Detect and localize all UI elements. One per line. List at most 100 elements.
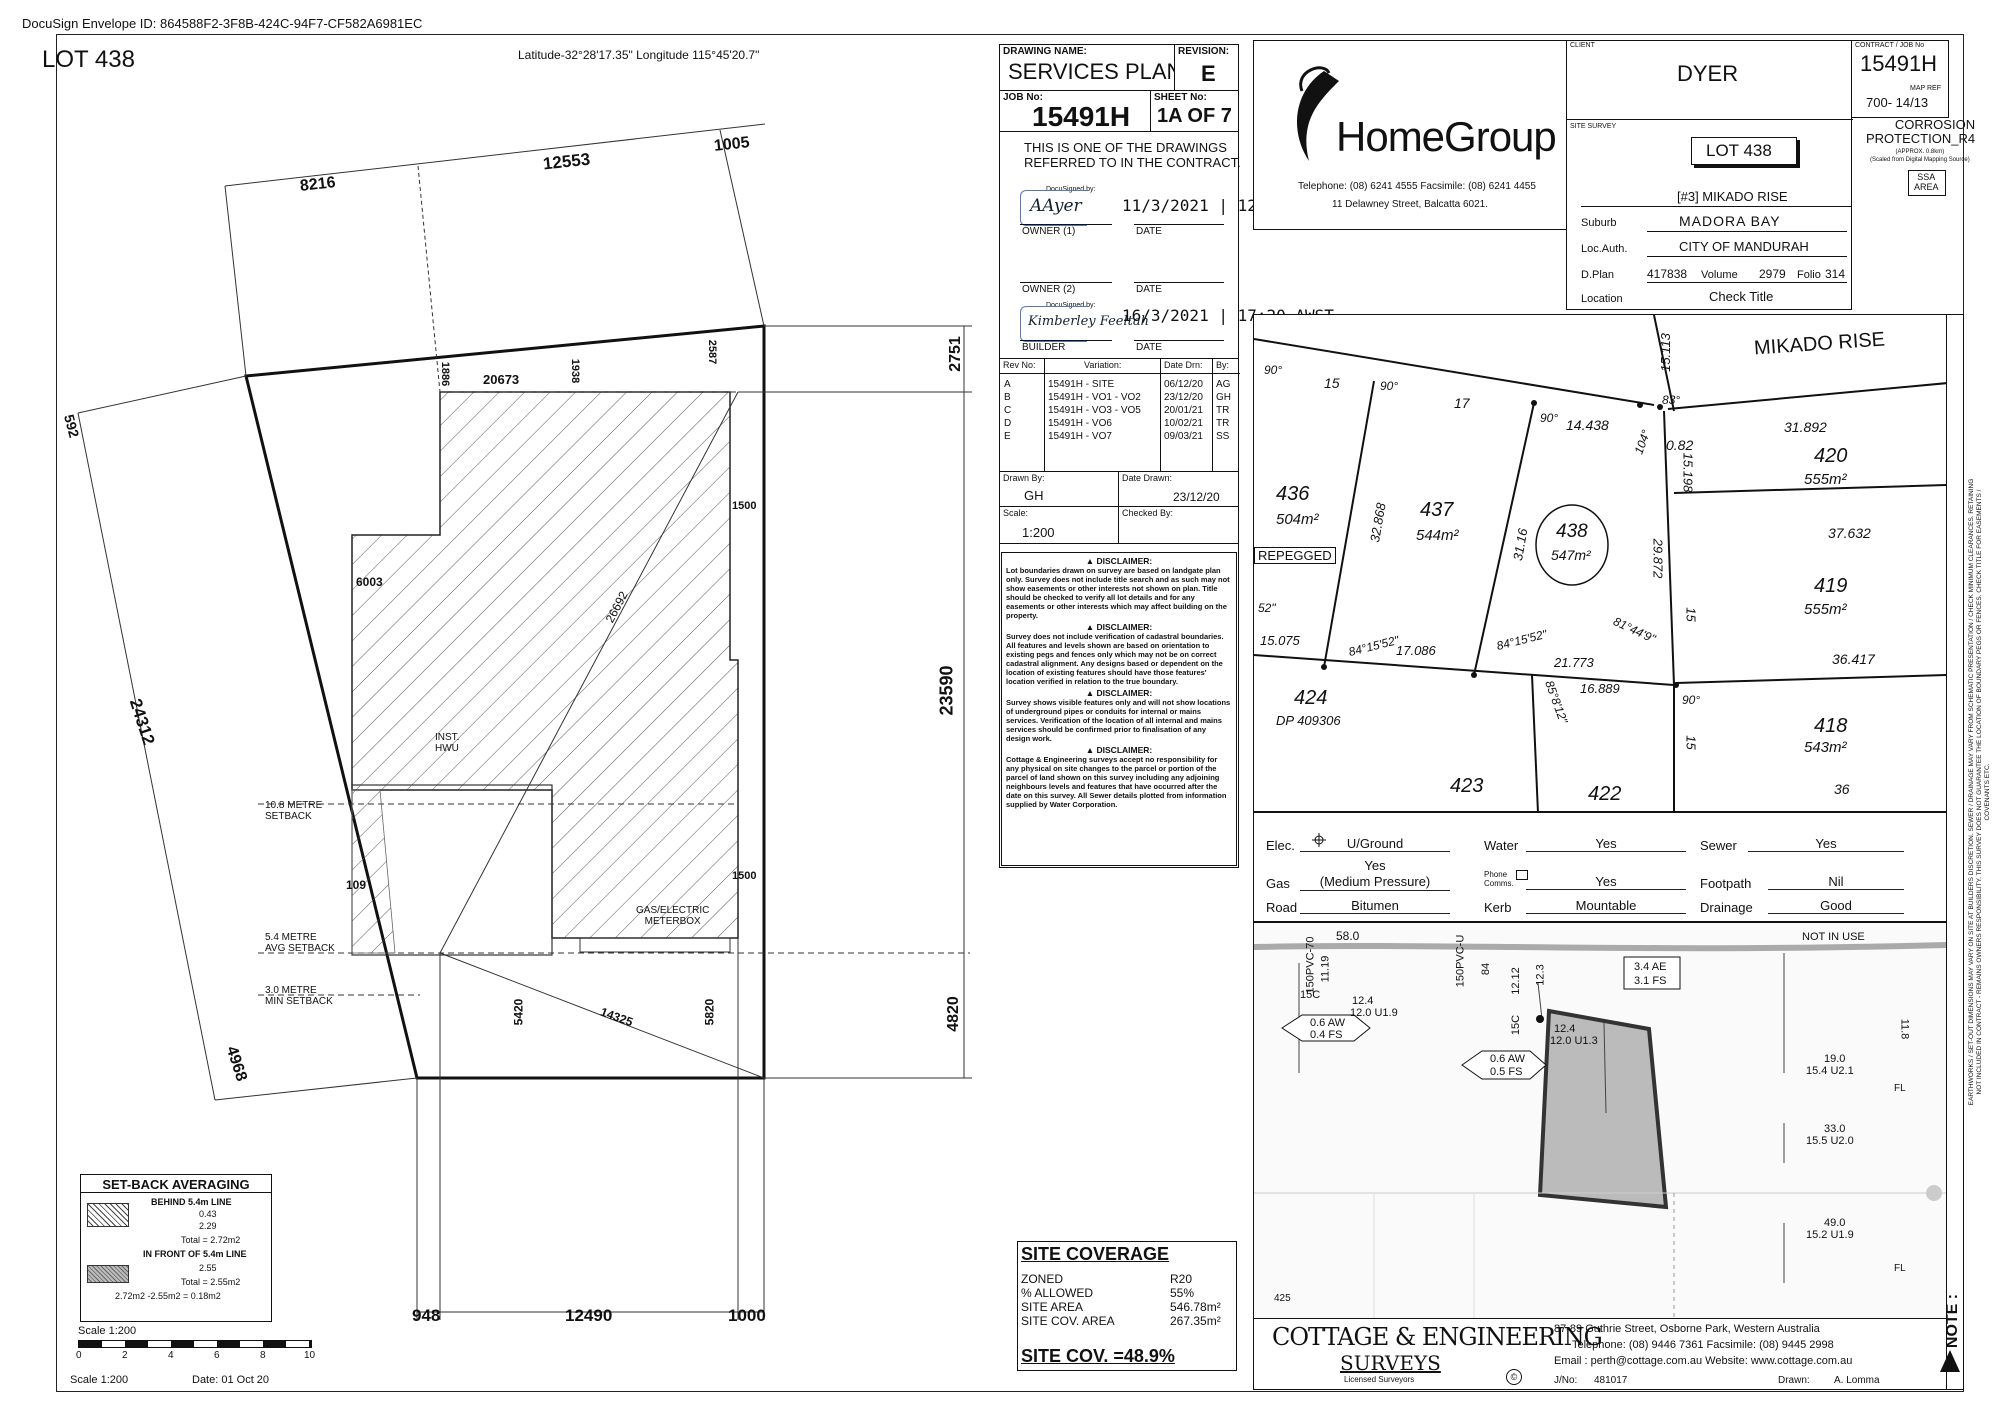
surveyor-phone: Telephone: (08) 9446 7361 Facsimile: (08… xyxy=(1572,1339,1834,1351)
rev-cell: 09/03/21 xyxy=(1164,431,1203,442)
scale-bar-label: Scale 1:200 xyxy=(78,1325,137,1337)
client-name: DYER xyxy=(1677,61,1739,86)
lot-418-area: 543m² xyxy=(1804,739,1847,756)
cad-dim-15-113: 15.113 xyxy=(1657,333,1673,372)
sewer-label-27: FL xyxy=(1894,1083,1906,1094)
behind-v1: 0.43 xyxy=(199,1209,217,1219)
rev-cell: D xyxy=(1004,418,1012,429)
sewer-label-20: 15.4 U2.1 xyxy=(1806,1065,1854,1077)
coverage-label: SITE AREA xyxy=(1021,1300,1084,1314)
sewer-label-19: 19.0 xyxy=(1824,1053,1846,1065)
dim-right-bottom: 4820 xyxy=(944,996,962,1032)
jno-label: J/No: xyxy=(1554,1375,1578,1386)
sewer-label-12: 12.0 U1.3 xyxy=(1550,1035,1598,1047)
cadastral-map: MIKADO RISE 436 504m² 437 544m² 438 547m… xyxy=(1253,314,1947,812)
jno: 481017 xyxy=(1594,1375,1628,1386)
builder-signature-box xyxy=(1020,306,1087,342)
behind-total: Total = 2.72m2 xyxy=(181,1235,241,1245)
rev-cell: 15491H - VO3 - VO5 xyxy=(1048,405,1141,416)
footer-date: Date: 01 Oct 20 xyxy=(192,1374,270,1386)
rev-cell: 15491H - VO7 xyxy=(1048,431,1112,442)
sewer-label-21: 33.0 xyxy=(1824,1123,1846,1135)
scale-tick-0: 0 xyxy=(76,1350,82,1361)
location: Check Title xyxy=(1709,289,1774,304)
sewer-label-11: 12.4 xyxy=(1554,1023,1576,1035)
loc-auth: CITY OF MANDURAH xyxy=(1679,239,1809,254)
ssa-label: SSA AREA xyxy=(1914,172,1939,192)
builder-date-label: DATE xyxy=(1136,342,1162,353)
drawn-name: A. Lomma xyxy=(1834,1375,1880,1386)
cad-angle-d: 90° xyxy=(1380,379,1399,393)
side-note-strip xyxy=(1946,314,1964,1390)
suburb: MADORA BAY xyxy=(1679,213,1781,229)
surveyor-sub: SURVEYS xyxy=(1340,1351,1441,1375)
sheet-number: 1A OF 7 xyxy=(1157,105,1232,127)
sewer-label-22: 15.5 U2.0 xyxy=(1806,1135,1854,1147)
cad-angle-e: 90° xyxy=(1540,411,1559,425)
cad-dim-0-82: 0.82 xyxy=(1666,437,1694,453)
map-ref: 700- 14/13 xyxy=(1866,95,1929,110)
owner1-signature-box xyxy=(1020,190,1087,226)
checked-by-label: Checked By: xyxy=(1122,508,1174,518)
cad-dim-17: 17 xyxy=(1454,395,1470,411)
cad-dim-36: 36 xyxy=(1834,781,1850,797)
sewer-value: Yes xyxy=(1748,836,1904,852)
coverage-value: 546.78m² xyxy=(1170,1300,1221,1314)
owner2-date-line xyxy=(1134,282,1224,283)
lot-label: LOT 438 xyxy=(1706,141,1772,160)
owner1-label: OWNER (1) xyxy=(1022,226,1076,237)
lot-419: 419 xyxy=(1814,575,1848,597)
dim-inner-top: 20673 xyxy=(483,372,520,387)
owner1-signature: AAyer xyxy=(1030,196,1082,216)
cad-dim-14-438: 14.438 xyxy=(1566,417,1609,433)
scale-tick-10: 10 xyxy=(304,1350,316,1361)
folio-label: Folio xyxy=(1797,269,1821,281)
sewer-label-24: 15.2 U1.9 xyxy=(1806,1229,1854,1241)
dim-top-right: 1005 xyxy=(713,134,751,155)
docusigned-owner1: DocuSigned by: xyxy=(1046,186,1096,193)
sewer-label-0: 58.0 xyxy=(1336,929,1360,943)
phone-icon xyxy=(1516,870,1528,880)
sewer-label-3: 12.4 xyxy=(1352,995,1374,1007)
gas-meterbox-label: GAS/ELECTRIC METERBOX xyxy=(636,905,710,927)
ssa-box: SSA AREA xyxy=(1908,170,1946,196)
cad-dim-15-198: 15.198 xyxy=(1680,452,1696,493)
rev-cell: 15491H - VO6 xyxy=(1048,418,1112,429)
dim-right-long: 23590 xyxy=(936,665,957,716)
owner2-line xyxy=(1020,282,1112,283)
road-label: Road xyxy=(1266,900,1298,915)
client-cell: CLIENT DYER SITE SURVEY LOT 438 [#3] MIK… xyxy=(1566,40,1853,310)
cad-dim-31-892: 31.892 xyxy=(1784,419,1827,435)
rev-cell: TR xyxy=(1216,418,1230,429)
gas-value: Yes (Medium Pressure) xyxy=(1300,858,1450,891)
sewer-label-17: 0.6 AW xyxy=(1490,1053,1526,1065)
drawing-name: SERVICES PLAN xyxy=(1008,59,1183,84)
disclaimer-title-2: ▲ DISCLAIMER: xyxy=(1085,622,1153,632)
disclaimer-2: Survey does not include verification of … xyxy=(1006,632,1224,686)
rev-cell: 10/02/21 xyxy=(1164,418,1203,429)
footpath-value: Nil xyxy=(1768,874,1904,890)
cad-dim-52: 52" xyxy=(1258,601,1276,615)
date-drawn-label: Date Drawn: xyxy=(1122,473,1173,483)
homegroup-logo-cell: HomeGroup Telephone: (08) 6241 4555 Facs… xyxy=(1253,40,1568,230)
rev-header-no: Rev No: xyxy=(1003,360,1036,370)
services-panel xyxy=(1253,812,1947,922)
house-footprint xyxy=(351,391,739,939)
rev-cell: 06/12/20 xyxy=(1164,379,1203,390)
dim-1500b: 1500 xyxy=(732,870,757,882)
scale-tick-8: 8 xyxy=(260,1350,266,1361)
setback-avg-title: SET-BACK AVERAGING xyxy=(81,1177,271,1193)
disclaimer-4: Cottage & Engineering surveys accept no … xyxy=(1006,755,1227,809)
lot-424-plan: DP 409306 xyxy=(1276,713,1341,728)
sewer-label-14: 3.1 FS xyxy=(1634,975,1667,987)
dplan: 417838 xyxy=(1647,267,1688,281)
job-cell: JOB No: 15491H xyxy=(999,90,1151,132)
rev-cell: A xyxy=(1004,379,1011,390)
dim-right-top: 2751 xyxy=(946,336,964,372)
lot-420: 420 xyxy=(1814,445,1848,467)
date-drawn: 23/12/20 xyxy=(1173,490,1220,504)
road-value: Bitumen xyxy=(1300,898,1450,914)
setback-5-4-label: 5.4 METRE AVG SETBACK xyxy=(265,932,335,954)
